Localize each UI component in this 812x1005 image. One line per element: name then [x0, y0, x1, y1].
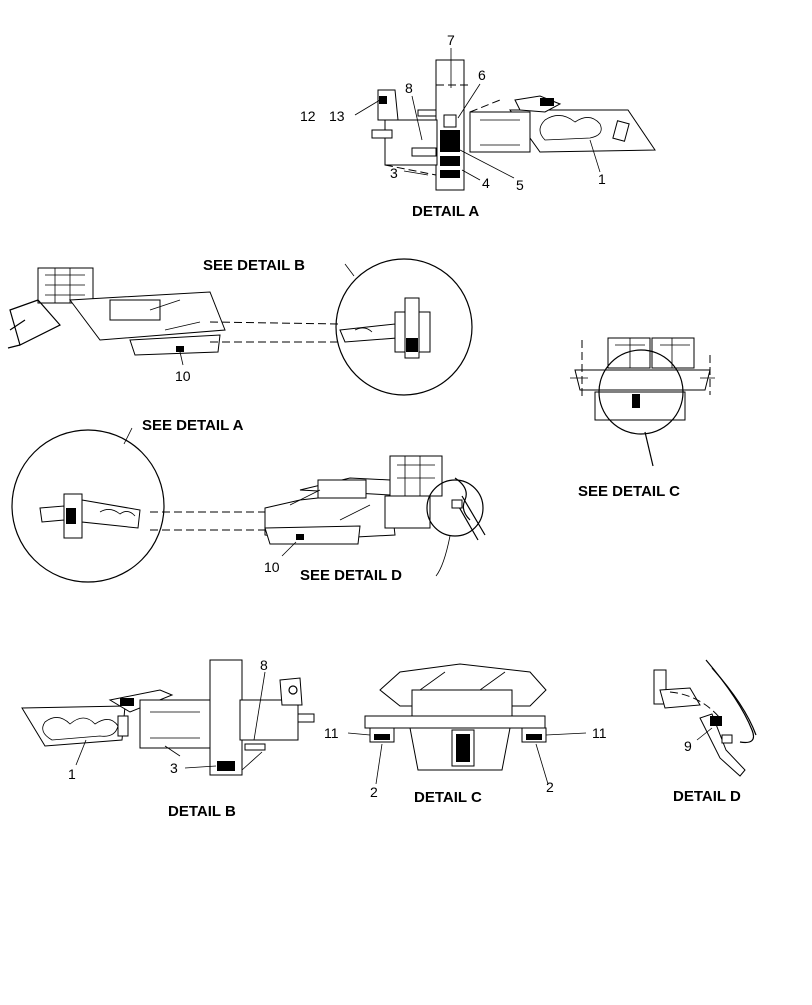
- detail-a-callout-6: 6: [478, 67, 486, 83]
- detail-c-drawing: [347, 663, 587, 785]
- rear-view-drawing: [570, 337, 715, 467]
- see-detail-a-label: SEE DETAIL A: [142, 417, 244, 434]
- detail-b-callout-3: 3: [170, 760, 178, 776]
- detail-a-callout-12: 12: [300, 108, 316, 124]
- detail-c-callout-11-left: 11: [324, 725, 339, 741]
- detail-a-callout-8: 8: [405, 80, 413, 96]
- lower-view-callout-10: 10: [264, 559, 280, 575]
- see-detail-d-label: SEE DETAIL D: [300, 567, 402, 584]
- detail-b-callout-8: 8: [260, 657, 268, 673]
- detail-a-title: DETAIL A: [412, 203, 479, 220]
- detail-c-callout-2-left: 2: [370, 784, 378, 800]
- detail-a-callout-4: 4: [482, 175, 490, 191]
- detail-d-drawing: [653, 659, 757, 777]
- upper-main-view: [7, 267, 341, 366]
- detail-c-title: DETAIL C: [414, 789, 482, 806]
- detail-a-callout-1: 1: [598, 171, 606, 187]
- detail-c-callout-11-right: 11: [592, 725, 607, 741]
- see-detail-c-label: SEE DETAIL C: [578, 483, 680, 500]
- detail-b-drawing: [21, 659, 315, 776]
- detail-b-title: DETAIL B: [168, 803, 236, 820]
- detail-a-callout-7: 7: [447, 32, 455, 48]
- detail-d-title: DETAIL D: [673, 788, 741, 805]
- lower-main-view: [150, 455, 443, 557]
- detail-d-callout-9: 9: [684, 738, 692, 754]
- detail-a-callout-5: 5: [516, 177, 524, 193]
- detail-a-drawing: [354, 48, 656, 191]
- detail-a-reference-circle: [11, 427, 165, 583]
- detail-d-reference-circle: [426, 477, 486, 577]
- detail-a-callout-3: 3: [390, 165, 398, 181]
- see-detail-b-label: SEE DETAIL B: [203, 257, 305, 274]
- detail-b-reference-circle: [335, 258, 473, 396]
- detail-c-callout-2-right: 2: [546, 779, 554, 795]
- detail-b-callout-1: 1: [68, 766, 76, 782]
- detail-a-callout-13: 13: [329, 108, 345, 124]
- upper-view-callout-10: 10: [175, 368, 191, 384]
